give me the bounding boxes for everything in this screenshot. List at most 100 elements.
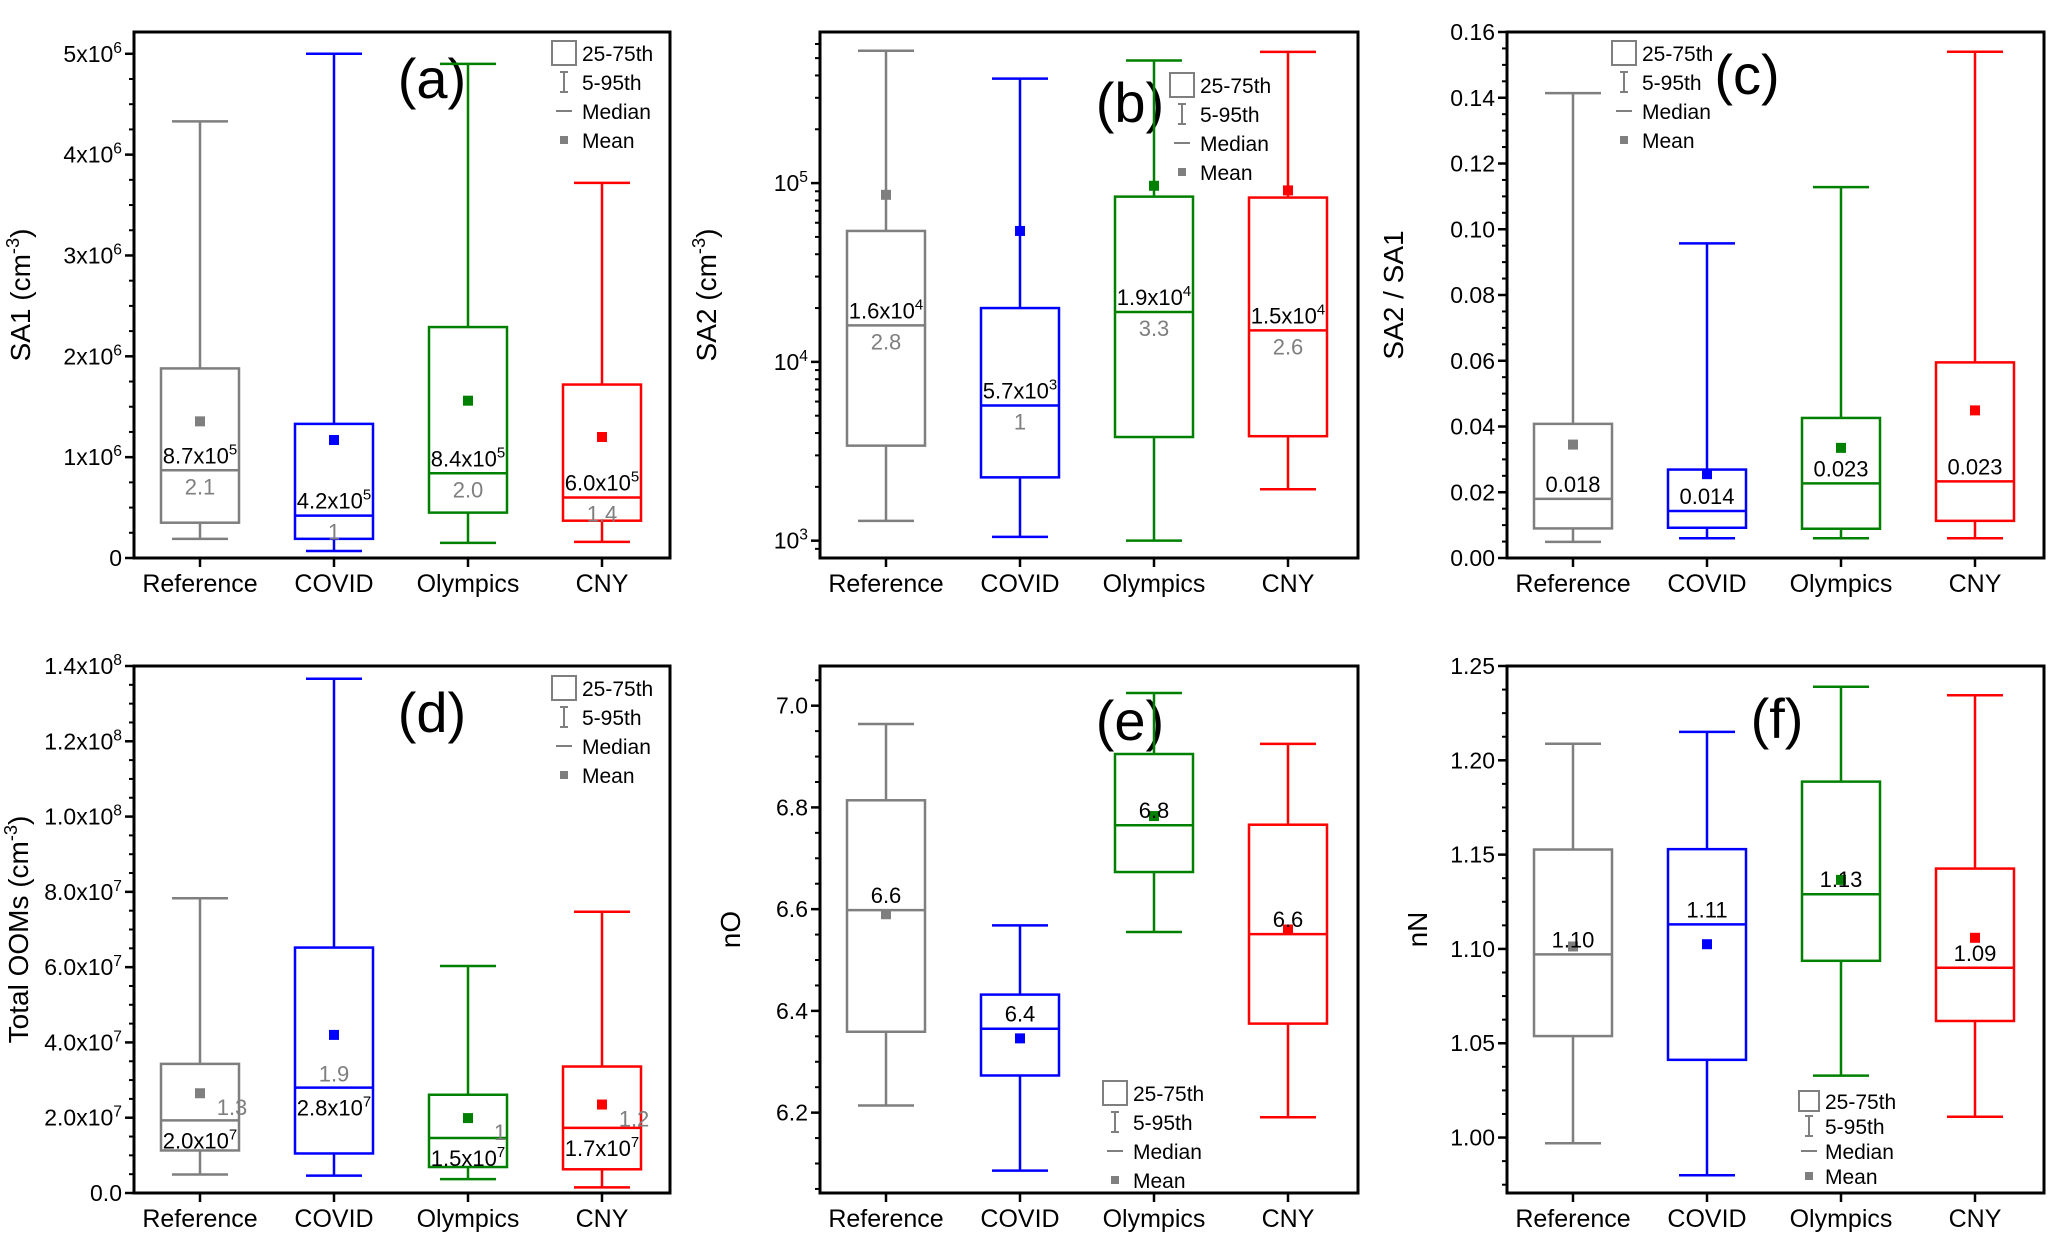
- ratio-label: 1: [1014, 410, 1026, 435]
- ratio-label: 2.6: [1273, 334, 1304, 359]
- median-value-label: 1.5x107: [431, 1144, 505, 1171]
- x-tick-label: COVID: [1667, 570, 1746, 598]
- mean-marker: [597, 1099, 607, 1110]
- ratio-label: 3.3: [1139, 316, 1170, 341]
- median-value-label: 1.9x104: [1117, 283, 1191, 310]
- y-tick-label: 2x106: [63, 342, 122, 369]
- y-tick-label: 0.04: [1450, 414, 1495, 440]
- legend-label-median: Median: [1825, 1141, 1894, 1164]
- y-tick-label: 1.10: [1450, 936, 1495, 962]
- legend-box-icon: [1798, 1090, 1820, 1112]
- x-tick-label: CNY: [1949, 1205, 2002, 1233]
- iqr-box: [159, 367, 241, 524]
- plot-frame: [132, 30, 672, 560]
- median-value-label: 8.4x105: [431, 444, 505, 471]
- box-covid: 1.11: [1666, 730, 1748, 1177]
- median-value-label: 0.014: [1679, 484, 1734, 509]
- y-tick-label: 0.12: [1450, 151, 1495, 177]
- x-tick-label: Reference: [142, 570, 257, 598]
- median-value-label: 1.10: [1552, 927, 1595, 952]
- iqr-box: [427, 325, 509, 514]
- iqr-box: [561, 383, 643, 522]
- legend-label-median: Median: [1642, 101, 1711, 124]
- legend-label-mean: Mean: [582, 130, 635, 153]
- legend-box-icon: [1102, 1080, 1128, 1106]
- legend-label-box: 25-75th: [1200, 75, 1271, 98]
- y-tick-label: 105: [774, 169, 809, 196]
- x-tick-label: Olympics: [417, 1205, 520, 1233]
- box-cny: 1.09: [1934, 693, 2016, 1119]
- median-value-label: 2.0x107: [163, 1126, 237, 1153]
- panel-f: 1.001.051.101.151.201.25nN(f)1.10Referen…: [1402, 653, 2046, 1233]
- y-axis-title: SA2 / SA1: [1378, 230, 1409, 359]
- median-value-label: 1.7x107: [565, 1134, 639, 1161]
- legend-label-whisker: 5-95th: [1825, 1116, 1885, 1139]
- median-value-label: 0.018: [1545, 472, 1600, 497]
- box-covid: 2.8x107 1.9: [293, 677, 375, 1177]
- mean-marker: [1702, 939, 1712, 950]
- y-tick-label: 6.2: [776, 1100, 808, 1126]
- ratio-label: 1.9: [319, 1062, 350, 1087]
- legend-label-median: Median: [1200, 133, 1269, 156]
- box-olympics: 0.023: [1800, 185, 1882, 540]
- x-tick-label: Reference: [1515, 570, 1630, 598]
- y-tick-label: 1.25: [1450, 653, 1495, 679]
- median-value-label: 2.8x107: [297, 1094, 371, 1121]
- legend-label-median: Median: [1133, 1141, 1202, 1164]
- iqr-box: [293, 422, 375, 541]
- iqr-box: [979, 993, 1061, 1077]
- box-reference: 6.6: [845, 722, 927, 1107]
- legend-label-box: 25-75th: [582, 43, 653, 66]
- x-tick-label: COVID: [294, 1205, 373, 1233]
- x-tick-label: COVID: [980, 570, 1059, 598]
- panel-e: 6.26.46.66.87.0nO(e)6.6Reference6.4COVID…: [715, 664, 1360, 1233]
- legend-label-mean: Mean: [582, 765, 635, 788]
- x-tick-label: CNY: [1949, 570, 2002, 598]
- box-cny: 0.023: [1934, 50, 2016, 540]
- median-value-label: 5.7x103: [983, 377, 1057, 404]
- median-value-label: 1.11: [1686, 897, 1727, 922]
- legend-box-icon: [551, 40, 577, 66]
- ratio-label: 2.1: [185, 474, 216, 499]
- y-axis-title: Total OOMs (cm-3): [1, 816, 34, 1044]
- y-tick-label: 1.20: [1450, 747, 1495, 773]
- x-tick-label: COVID: [1667, 1205, 1746, 1233]
- x-tick-label: CNY: [1262, 1205, 1315, 1233]
- x-tick-label: Olympics: [1790, 1205, 1893, 1233]
- legend-label-whisker: 5-95th: [1642, 72, 1702, 95]
- legend-label-median: Median: [582, 101, 651, 124]
- legend-box-icon: [1611, 40, 1637, 66]
- legend-label-whisker: 5-95th: [582, 72, 642, 95]
- y-axis-title: nN: [1402, 912, 1433, 948]
- y-tick-label: 7.0: [776, 693, 808, 719]
- iqr-box: [1113, 195, 1195, 439]
- x-tick-label: CNY: [576, 1205, 629, 1233]
- iqr-box: [979, 306, 1061, 479]
- box-reference: 0.018: [1532, 91, 1614, 544]
- median-value-label: 1.13: [1820, 867, 1863, 892]
- y-tick-label: 1.2x108: [44, 727, 122, 754]
- box-covid: 6.4: [979, 924, 1061, 1172]
- panel-label: (d): [398, 681, 466, 744]
- iqr-box: [1666, 847, 1748, 1062]
- y-tick-label: 0.06: [1450, 348, 1495, 374]
- mean-marker: [881, 189, 891, 200]
- iqr-box: [1532, 422, 1614, 530]
- iqr-box: [1934, 361, 2016, 523]
- y-tick-label: 0.0: [90, 1180, 122, 1206]
- plot-frame: [818, 664, 1360, 1195]
- y-tick-label: 0.08: [1450, 282, 1495, 308]
- y-tick-label: 1.4x108: [44, 652, 122, 679]
- mean-marker: [1970, 405, 1980, 416]
- legend-label-mean: Mean: [1133, 1170, 1186, 1193]
- x-tick-label: Reference: [1515, 1205, 1630, 1233]
- y-tick-label: 1.00: [1450, 1125, 1495, 1151]
